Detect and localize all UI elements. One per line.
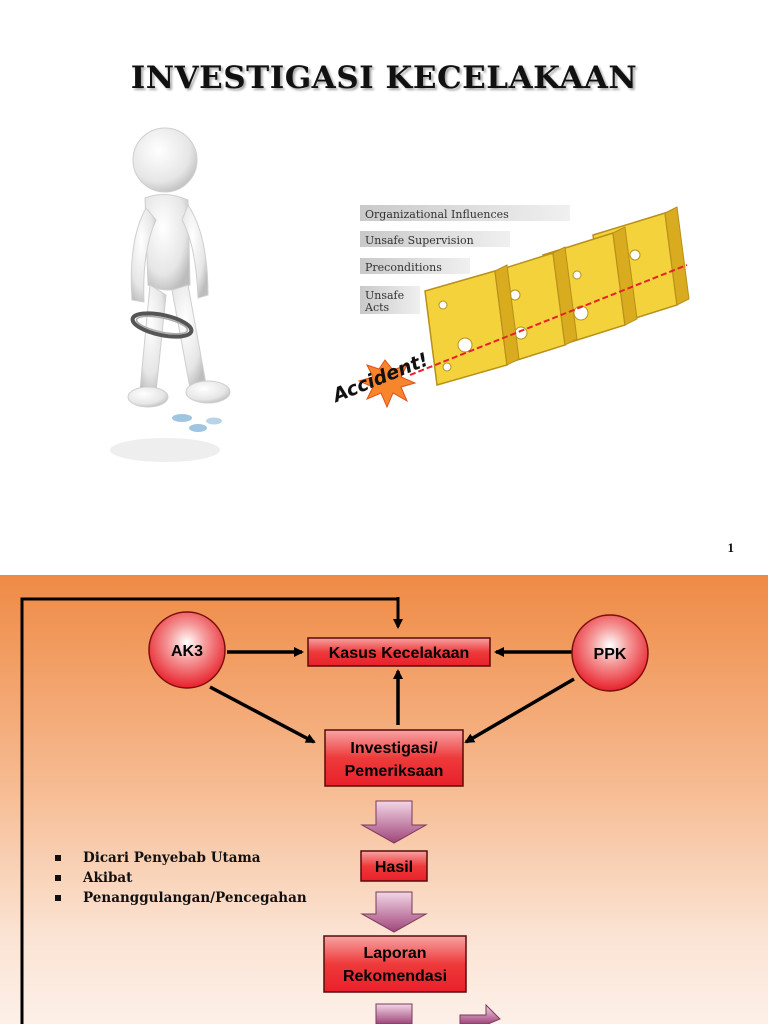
laporan-rekomendasi-box: Laporan Rekomendasi [323, 935, 467, 993]
ppk-node: PPK [571, 614, 649, 692]
investigasi-label-line2: Pemeriksaan [345, 763, 444, 780]
ak3-node: AK3 [148, 611, 226, 689]
explosion-icon [357, 359, 417, 409]
page-number: 1 [727, 540, 735, 555]
slide-1: INVESTIGASI KECELAKAAN [110, 60, 735, 555]
layer-label: Unsafe Supervision [365, 234, 474, 247]
layer-label: Unsafe [365, 289, 404, 302]
slide-2: AK3 PPK Kasus Kecelakaan Investigasi/ Pe… [0, 575, 768, 1024]
ak3-label: AK3 [171, 643, 203, 660]
accident-label: Accident! [328, 349, 432, 408]
laporan-label-line2: Rekomendasi [343, 968, 447, 985]
kasus-kecelakaan-box: Kasus Kecelakaan [307, 637, 491, 667]
layer-label: Preconditions [365, 261, 442, 274]
down-block-arrow-icon [360, 800, 428, 844]
swiss-cheese-model-illustration: Organizational Influences Unsafe Supervi… [328, 205, 690, 409]
bullet-item: Penanggulangan/Pencegahan [55, 888, 307, 908]
hasil-label: Hasil [375, 859, 413, 876]
investigation-flow-diagram: AK3 PPK Kasus Kecelakaan Investigasi/ Pe… [20, 597, 649, 1024]
layer-label: Organizational Influences [365, 208, 509, 221]
bullet-item: Dicari Penyebab Utama [55, 848, 307, 868]
slide-title: INVESTIGASI KECELAKAAN [130, 60, 638, 96]
investigasi-label-line1: Investigasi/ [350, 740, 438, 757]
ppk-label: PPK [594, 646, 627, 663]
down-block-arrow-icon [360, 891, 428, 933]
result-bullet-list: Dicari Penyebab Utama Akibat Penanggulan… [55, 848, 307, 908]
laporan-label-line1: Laporan [363, 945, 426, 962]
down-block-arrow-icon [375, 1003, 413, 1024]
layer-label: Acts [364, 301, 390, 314]
investigasi-box: Investigasi/ Pemeriksaan [324, 729, 464, 787]
hasil-box: Hasil [360, 850, 428, 882]
cheese-slice [424, 264, 520, 386]
right-block-arrow-icon [459, 1003, 501, 1024]
kasus-label: Kasus Kecelakaan [329, 645, 470, 662]
investigator-figure-illustration [110, 127, 231, 462]
bullet-item: Akibat [55, 868, 307, 888]
